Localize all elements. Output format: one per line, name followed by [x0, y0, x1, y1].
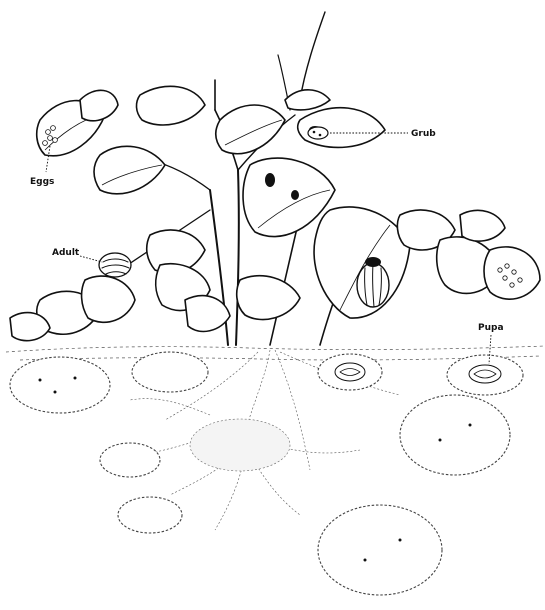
tuber [318, 505, 442, 595]
label-adult-group: Adult [52, 248, 102, 262]
tuber [118, 497, 182, 533]
pupa-cell-secondary [335, 363, 365, 381]
pupa-cell [469, 365, 501, 383]
tuber [10, 357, 110, 413]
tuber [100, 443, 160, 477]
plant-leaves [10, 86, 540, 340]
label-adult: Adult [52, 248, 80, 258]
label-eggs: Eggs [30, 177, 54, 187]
potato-tubers [10, 352, 523, 595]
label-grub: Grub [411, 129, 436, 139]
tuber [400, 395, 510, 475]
label-pupa: Pupa [478, 323, 504, 333]
grub-larva [308, 127, 328, 139]
adult-beetle [99, 253, 131, 277]
soil-surface [6, 346, 545, 360]
tuber [132, 352, 208, 392]
